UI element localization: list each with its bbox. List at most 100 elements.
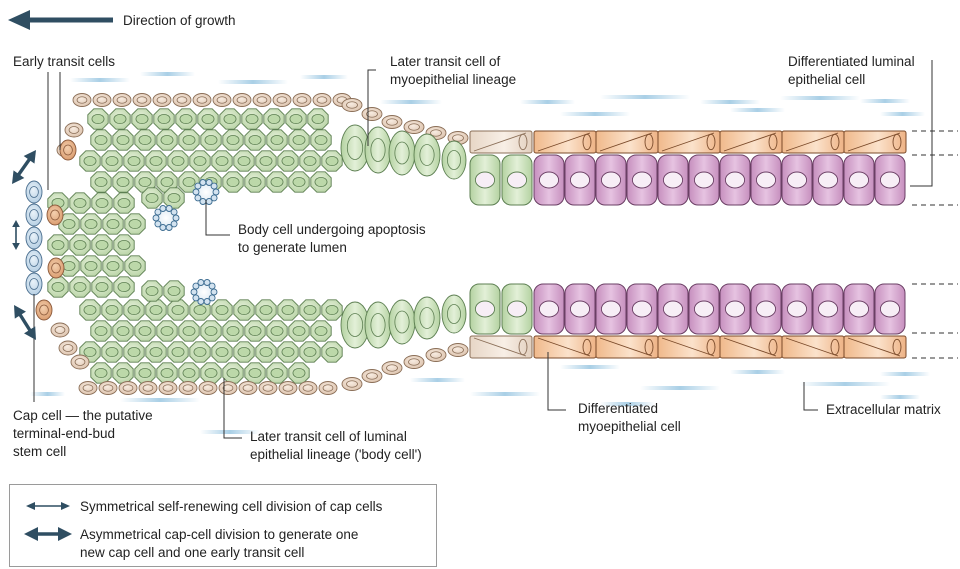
asymmetric-division-arrow-top-icon [12, 150, 36, 184]
body-cell [289, 172, 309, 192]
outer-transit-cell [73, 94, 91, 107]
matrix-stroke [120, 398, 200, 402]
body-cell [113, 172, 133, 192]
outer-transit-cell [293, 94, 311, 107]
body-cell [190, 342, 210, 362]
transit-luminal-cell [414, 134, 440, 176]
cap-cell [26, 250, 42, 272]
matrix-leader [804, 382, 818, 410]
luminal-epithelial-cell [782, 284, 812, 334]
transit-luminal-cell [414, 297, 440, 339]
luminal-epithelial-cell [658, 284, 688, 334]
body-cell [300, 342, 320, 362]
body-cell [245, 172, 265, 192]
mammary-duct [470, 131, 958, 358]
myoepithelial-cell [844, 336, 906, 358]
matrix-stroke [730, 108, 785, 112]
outer-transit-cell [113, 94, 131, 107]
matrix-stroke [140, 72, 195, 76]
outer-transit-cell [93, 94, 111, 107]
myoepithelial-cell [782, 336, 844, 358]
legend-asymmetrical-text-line2: new cap cell and one early transit cell [80, 545, 304, 560]
matrix-stroke [860, 99, 910, 103]
luminal-epithelial-cell [596, 155, 626, 205]
body-cell [102, 342, 122, 362]
outer-transit-cell [233, 94, 251, 107]
body-cell [113, 321, 133, 341]
body-cell-apoptosis-label-line1: Body cell undergoing apoptosis [238, 222, 426, 237]
later-transit-myoepithelial-label-line2: myoepithelial lineage [390, 72, 516, 87]
transit-columnar-cell [470, 155, 500, 205]
matrix-stroke [70, 78, 130, 82]
matrix-stroke [520, 100, 575, 104]
extracellular-matrix-label: Extracellular matrix [826, 402, 941, 417]
outer-transit-cell [448, 344, 468, 357]
outer-transit-cell [65, 123, 83, 137]
outer-transit-cell [426, 349, 446, 362]
outer-transit-cell [319, 382, 337, 395]
myoepithelial-cell [596, 336, 658, 358]
body-cell [311, 321, 331, 341]
body-cell [125, 214, 145, 234]
body-cell [80, 300, 100, 320]
transit-columnar-cell [502, 155, 532, 205]
luminal-epithelial-cell [813, 155, 843, 205]
matrix-stroke [300, 75, 348, 79]
body-cell [164, 188, 184, 208]
body-cell [308, 109, 328, 129]
body-cell [311, 172, 331, 192]
body-cell [289, 363, 309, 383]
later-transit-myoepithelial-label-line1: Later transit cell of [390, 54, 501, 69]
cap-cell [26, 273, 42, 295]
direction-of-growth-label: Direction of growth [123, 13, 236, 28]
cap-cell-label-line1: Cap cell — the putative [13, 408, 153, 423]
transit-myoepithelial-cell [470, 336, 532, 358]
myoepithelial-cell [720, 131, 782, 153]
luminal-epithelial-cell [627, 155, 657, 205]
later-transit-luminal-label-line1: Later transit cell of luminal [250, 429, 407, 444]
body-cell [201, 363, 221, 383]
body-cell [103, 256, 123, 276]
body-cell [220, 109, 240, 129]
luminal-epithelial-cell [751, 284, 781, 334]
matrix-stroke [470, 392, 540, 396]
matrix-stroke [880, 372, 930, 376]
outer-transit-cell [199, 382, 217, 395]
body-cell-apoptosis-label-line2: to generate lumen [238, 240, 347, 255]
body-cell [114, 193, 134, 213]
body-cell [322, 151, 342, 171]
body-cell [179, 130, 199, 150]
body-cell [289, 321, 309, 341]
body-cell [168, 151, 188, 171]
myoepithelial-cell [534, 131, 596, 153]
outer-transit-cell [133, 94, 151, 107]
outer-transit-cell [219, 382, 237, 395]
early-transit-cells-label: Early transit cells [13, 54, 115, 69]
matrix-stroke [30, 392, 65, 396]
body-cell [198, 109, 218, 129]
luminal-epithelial-cell [627, 284, 657, 334]
body-cell [164, 281, 184, 301]
outer-transit-cell [179, 382, 197, 395]
outer-transit-cell [193, 94, 211, 107]
outer-transit-cell [404, 121, 424, 134]
luminal-epithelial-cell [565, 284, 595, 334]
body-cell [70, 277, 90, 297]
outer-transit-cell [279, 382, 297, 395]
cap-cell-label-line3: stem cell [13, 444, 66, 459]
cap-cell [26, 181, 42, 203]
body-cell [223, 321, 243, 341]
luminal-epithelial-cell [534, 155, 564, 205]
outer-transit-cell [404, 356, 424, 369]
luminal-epithelial-cell [751, 155, 781, 205]
outer-transit-cell [51, 323, 69, 337]
body-cell [81, 256, 101, 276]
luminal-epithelial-cell [565, 155, 595, 205]
body-cell [256, 342, 276, 362]
body-cell [201, 321, 221, 341]
body-cell [179, 321, 199, 341]
body-cell [91, 363, 111, 383]
body-cell [103, 214, 123, 234]
luminal-epithelial-cell [844, 155, 874, 205]
